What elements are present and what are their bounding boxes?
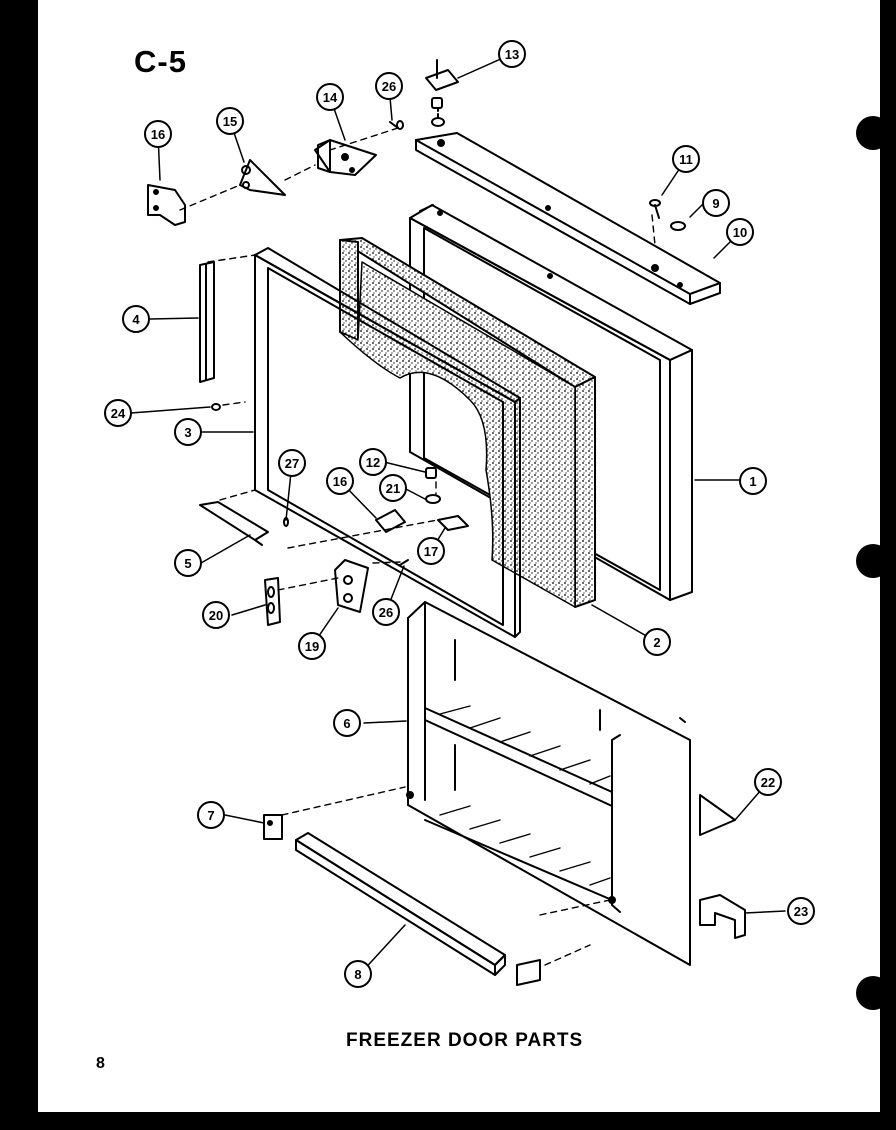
- callout-label: 27: [285, 456, 299, 471]
- callout-label: 1: [749, 474, 756, 489]
- callout-22: 22: [754, 768, 782, 796]
- callout-3: 3: [174, 418, 202, 446]
- callout-label: 11: [679, 152, 693, 167]
- callout-label: 19: [305, 639, 319, 654]
- callout-label: 10: [733, 225, 747, 240]
- bottom-clip-part: [516, 959, 541, 986]
- outer-door-panel: [409, 204, 693, 601]
- callout-9: 9: [702, 189, 730, 217]
- callout-11: 11: [672, 145, 700, 173]
- callout-27: 27: [278, 449, 306, 477]
- callout-12: 12: [359, 448, 387, 476]
- callout-7: 7: [197, 801, 225, 829]
- page-number: 8: [96, 1055, 105, 1072]
- callout-5: 5: [174, 549, 202, 577]
- callout-21: 21: [379, 474, 407, 502]
- callout-20: 20: [202, 601, 230, 629]
- callout-label: 17: [424, 544, 438, 559]
- callout-label: 26: [379, 605, 393, 620]
- callout-label: 3: [184, 425, 191, 440]
- corner-bracket-part: [699, 894, 746, 939]
- callout-17: 17: [417, 537, 445, 565]
- section-code: C-5: [134, 44, 187, 79]
- callout-label: 9: [712, 196, 719, 211]
- foam-insulation-part: [339, 237, 596, 608]
- hinge-link-part: [239, 159, 286, 196]
- callout-label: 16: [333, 474, 347, 489]
- callout-16: 16: [326, 467, 354, 495]
- callout-label: 16: [151, 127, 165, 142]
- callout-2: 2: [643, 628, 671, 656]
- side-strip-part: [199, 261, 215, 383]
- callout-23: 23: [787, 897, 815, 925]
- callout-26: 26: [375, 72, 403, 100]
- bottom-strip-part: [199, 501, 269, 546]
- callout-label: 20: [209, 608, 223, 623]
- callout-label: 5: [184, 556, 191, 571]
- callout-label: 13: [505, 47, 519, 62]
- callout-label: 8: [354, 967, 361, 982]
- callout-6: 6: [333, 709, 361, 737]
- binder-hole-top: [856, 116, 890, 150]
- callout-14: 14: [316, 83, 344, 111]
- callout-10: 10: [726, 218, 754, 246]
- small-bracket-part: [263, 814, 283, 840]
- bottom-channel-part: [295, 832, 506, 976]
- callout-label: 2: [653, 635, 660, 650]
- callout-label: 12: [366, 455, 380, 470]
- callout-label: 21: [386, 481, 400, 496]
- inner-liner-part: [406, 601, 691, 966]
- callout-label: 23: [794, 904, 808, 919]
- gasket-part: [699, 794, 736, 836]
- callout-label: 14: [323, 90, 338, 105]
- binder-hole-bottom: [856, 976, 890, 1010]
- callout-label: 22: [761, 775, 775, 790]
- upper-hinge-part: [314, 139, 377, 176]
- top-channel-part: [415, 132, 721, 305]
- callout-4: 4: [122, 305, 150, 333]
- callout-label: 26: [382, 79, 396, 94]
- top-hinge-part: [425, 59, 459, 127]
- callout-label: 15: [223, 114, 237, 129]
- door-frame-part: [254, 247, 521, 638]
- callout-label: 24: [111, 406, 126, 421]
- callout-label: 7: [207, 808, 214, 823]
- callout-16: 16: [144, 120, 172, 148]
- callout-15: 15: [216, 107, 244, 135]
- binder-hole-middle: [856, 544, 890, 578]
- callout-1: 1: [739, 467, 767, 495]
- callout-19: 19: [298, 632, 326, 660]
- callout-8: 8: [344, 960, 372, 988]
- callout-26: 26: [372, 598, 400, 626]
- callout-label: 6: [343, 716, 350, 731]
- lower-hinge-parts: [264, 467, 469, 626]
- callout-13: 13: [498, 40, 526, 68]
- diagram-caption: FREEZER DOOR PARTS: [346, 1030, 584, 1051]
- callout-label: 4: [132, 312, 140, 327]
- hinge-plate-part: [147, 184, 186, 226]
- callout-24: 24: [104, 399, 132, 427]
